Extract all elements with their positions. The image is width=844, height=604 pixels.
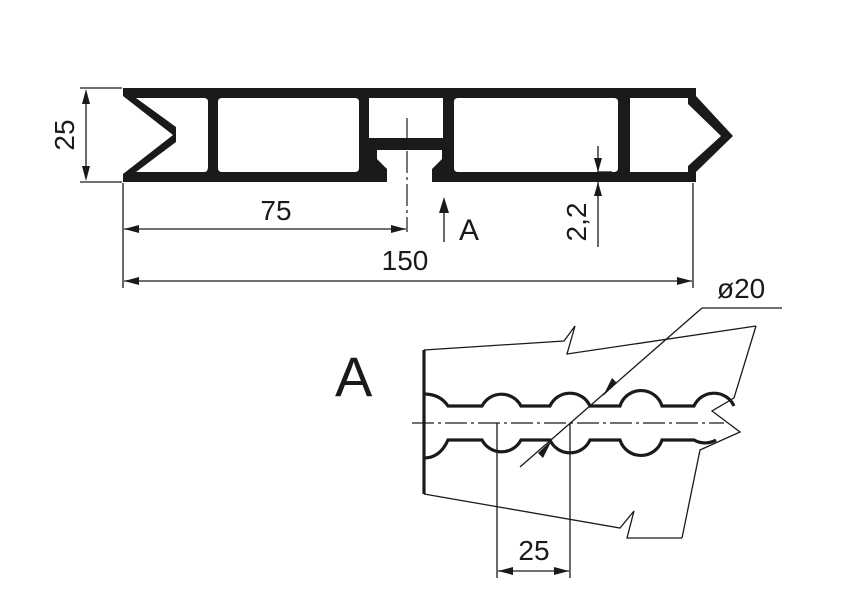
wall-thickness-value: 2,2 <box>561 203 592 242</box>
right-break-line <box>681 325 757 539</box>
arrowhead <box>124 277 139 285</box>
half-width-value: 75 <box>260 195 291 226</box>
wall-thickness-dimension: 2,2 <box>561 146 612 247</box>
width-dimension: 150 <box>124 183 694 288</box>
arrowhead <box>538 440 552 458</box>
height-value: 25 <box>49 119 80 150</box>
arrowhead <box>603 378 617 396</box>
arrowhead <box>439 197 449 213</box>
bottom-break-line <box>423 493 682 539</box>
pitch-value: 25 <box>518 535 549 566</box>
height-dimension: 25 <box>49 87 122 183</box>
view-arrow: A <box>439 197 479 247</box>
profile-section <box>123 88 733 232</box>
upper-scallop-edge <box>423 389 736 408</box>
arrowhead <box>124 225 139 233</box>
view-arrow-label: A <box>459 214 479 247</box>
half-width-dimension: 75 <box>122 183 406 288</box>
arrowhead <box>554 567 569 575</box>
top-break-line <box>423 325 757 355</box>
arrowhead <box>82 166 90 181</box>
width-value: 150 <box>382 245 429 276</box>
diameter-value: ø20 <box>717 273 765 304</box>
arrowhead <box>82 89 90 104</box>
arrowhead <box>391 225 406 233</box>
arrowhead <box>594 182 602 196</box>
arrowhead <box>498 567 513 575</box>
arrowhead <box>594 158 602 172</box>
profile-body <box>123 88 733 182</box>
arrowhead <box>677 277 692 285</box>
detail-view: ø20 25 <box>412 273 782 578</box>
detail-view-label: A <box>335 345 373 408</box>
